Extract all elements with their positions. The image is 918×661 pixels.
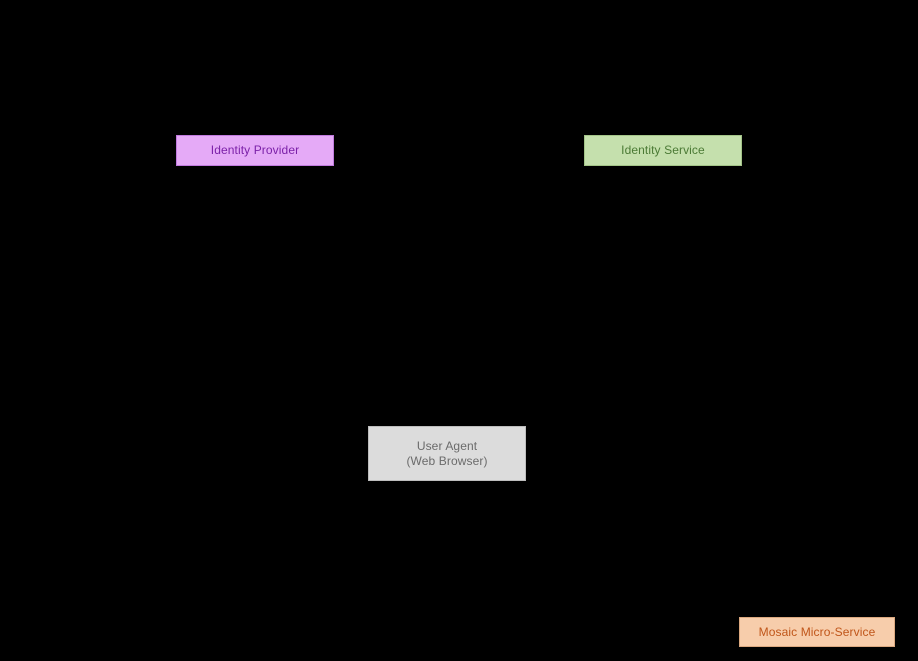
node-identity-service-label: Identity Service — [621, 143, 705, 157]
edge-identity-service-to-mosaic — [742, 149, 818, 617]
edge-user-agent-to-identity-provider — [254, 166, 401, 426]
edge-user-agent-to-identity-service — [469, 166, 664, 426]
node-user-agent[interactable]: User Agent (Web Browser) — [368, 426, 526, 481]
node-user-agent-label-line2: (Web Browser) — [406, 453, 488, 468]
edge-identity-provider-to-user-agent — [274, 166, 431, 426]
node-mosaic-micro-service[interactable]: Mosaic Micro-Service — [739, 617, 895, 647]
node-user-agent-label-line1: User Agent — [416, 438, 478, 453]
node-mosaic-micro-service-label: Mosaic Micro-Service — [758, 624, 876, 639]
node-identity-service[interactable]: Identity Service — [584, 135, 742, 166]
node-identity-provider[interactable]: Identity Provider — [176, 135, 334, 166]
node-identity-provider-label: Identity Provider — [210, 143, 300, 157]
edge-user-agent-to-mosaic — [469, 481, 739, 633]
